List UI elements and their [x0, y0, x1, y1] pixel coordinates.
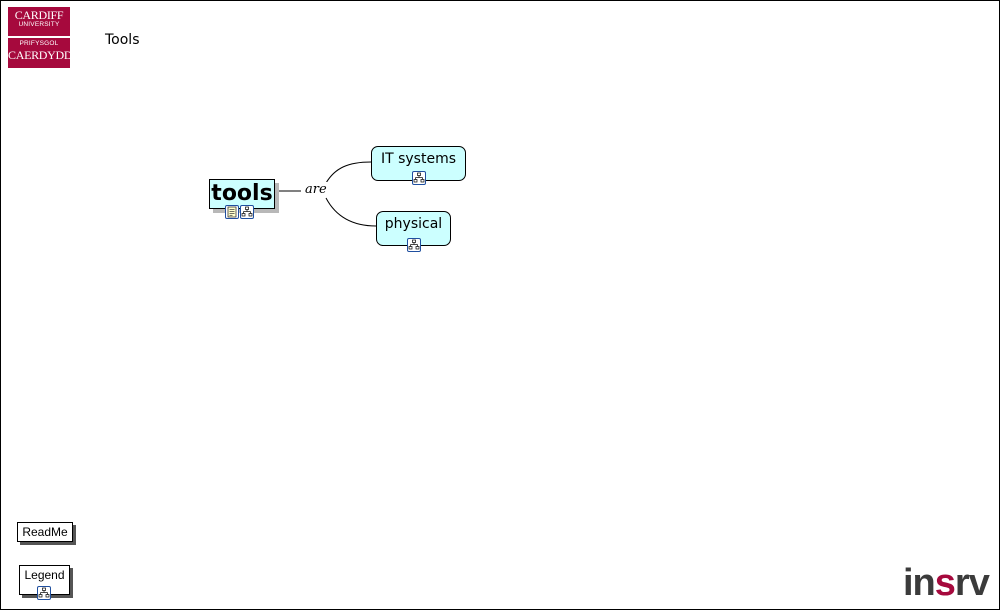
submap-icon[interactable]	[406, 238, 421, 252]
submap-icon[interactable]	[240, 205, 254, 219]
link-phrase: are	[303, 182, 329, 197]
concept-it-systems-label: IT systems	[380, 151, 457, 167]
concept-physical[interactable]: physical	[376, 211, 451, 252]
logo-line-3: PRIFYSGOL	[19, 40, 59, 47]
logo-line-2: UNIVERSITY	[18, 21, 60, 28]
legend-button-label: Legend	[24, 568, 65, 582]
logo-top-block: CARDIFF UNIVERSITY	[8, 7, 70, 36]
concept-physical-label: physical	[384, 216, 443, 232]
logo-line-4: CAERDYDD	[8, 47, 73, 62]
insrv-logo-part-a: in	[903, 562, 936, 604]
concept-tools[interactable]: tools	[209, 179, 275, 209]
insrv-logo: insrv	[903, 561, 990, 605]
concept-tools-icons	[225, 205, 254, 219]
readme-button[interactable]: ReadMe	[17, 522, 73, 542]
concept-it-systems[interactable]: IT systems	[371, 146, 466, 185]
logo-line-1: CARDIFF	[14, 8, 64, 22]
insrv-logo-part-c: rv	[954, 562, 990, 604]
logo-bottom-block: PRIFYSGOL CAERDYDD	[8, 38, 73, 68]
submap-icon[interactable]	[37, 586, 51, 600]
cardiff-university-logo: CARDIFF UNIVERSITY PRIFYSGOL CAERDYDD	[8, 7, 73, 68]
submap-icon[interactable]	[411, 171, 426, 185]
legend-button[interactable]: Legend	[19, 565, 70, 600]
document-icon[interactable]	[225, 205, 239, 219]
insrv-logo-part-b: s	[934, 562, 956, 604]
page-title: Tools	[105, 32, 140, 48]
